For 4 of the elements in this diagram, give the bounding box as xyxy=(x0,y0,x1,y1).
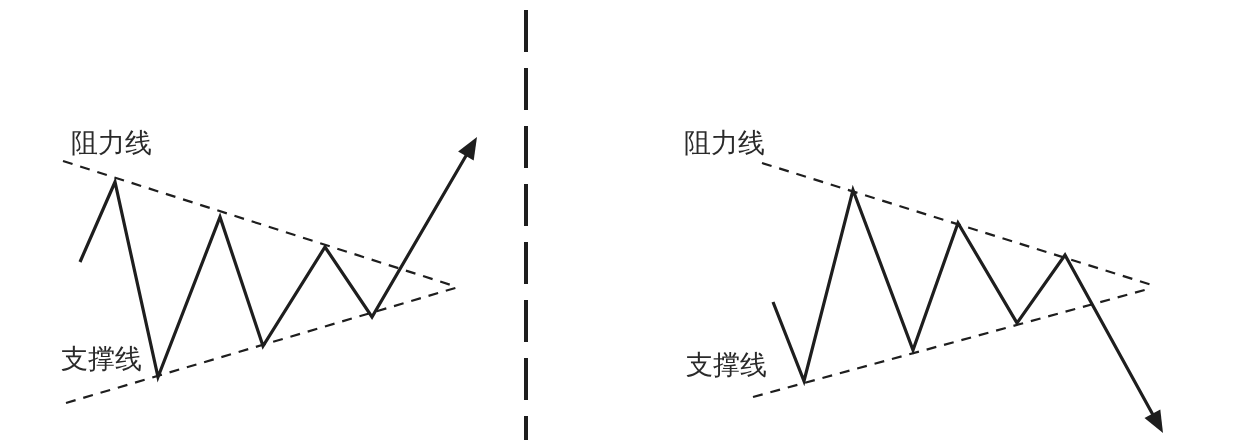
line-label: 阻力线 xyxy=(71,128,152,158)
line-label: 支撑线 xyxy=(61,344,142,374)
line-label: 阻力线 xyxy=(684,128,765,158)
line-label: 支撑线 xyxy=(686,350,767,380)
